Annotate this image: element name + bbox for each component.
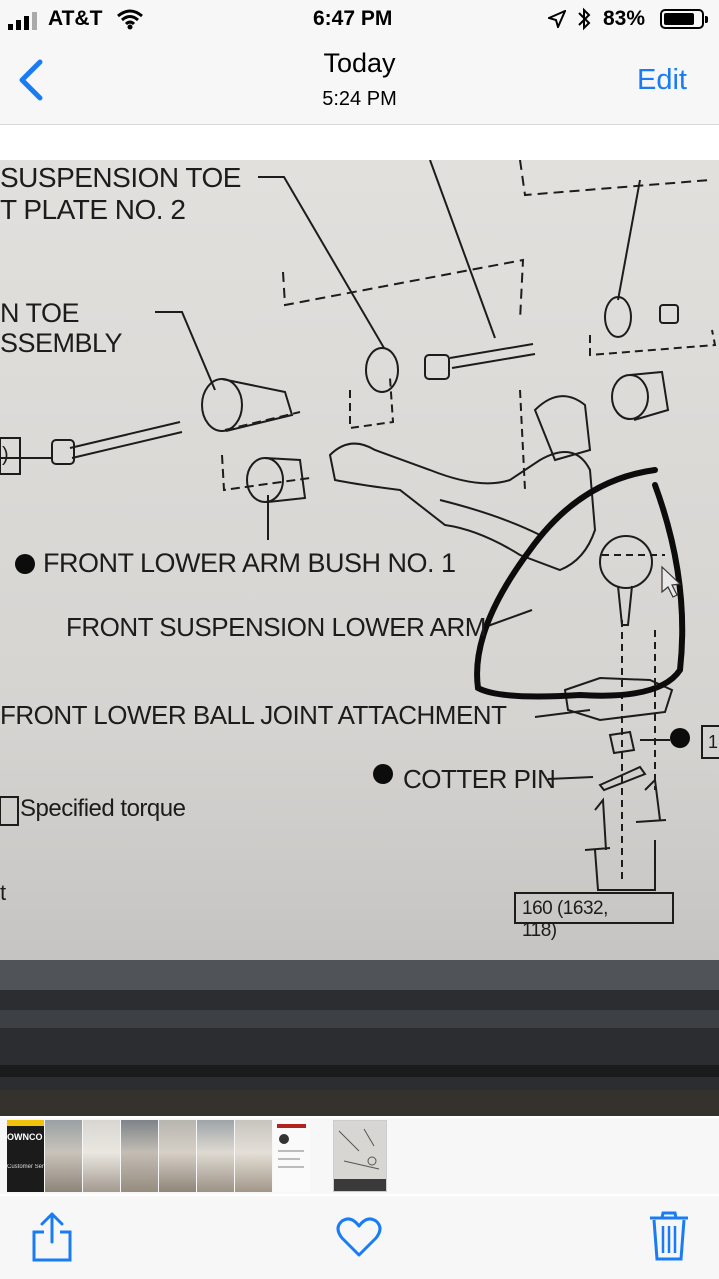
thumbnail-brand-text: OWNCO bbox=[7, 1132, 43, 1142]
thumbnail[interactable] bbox=[197, 1120, 234, 1192]
label-specified-torque: Specified torque bbox=[20, 795, 186, 822]
thumbnail[interactable] bbox=[121, 1120, 158, 1192]
back-chevron-icon[interactable] bbox=[14, 56, 48, 104]
trash-icon[interactable] bbox=[648, 1210, 690, 1262]
nav-title: Today bbox=[323, 48, 396, 78]
thumbnail-diagram-preview bbox=[334, 1128, 386, 1191]
thumbnail[interactable] bbox=[83, 1120, 120, 1192]
bottom-toolbar bbox=[0, 1196, 719, 1279]
thumbnail-strip[interactable]: OWNCO Customer Service bbox=[0, 1118, 719, 1194]
battery-percent: 83% bbox=[603, 7, 646, 30]
thumbnail[interactable]: OWNCO Customer Service bbox=[7, 1120, 44, 1192]
label-cotter-pin: COTTER PIN bbox=[403, 764, 556, 794]
thumbnail[interactable] bbox=[45, 1120, 82, 1192]
share-icon[interactable] bbox=[30, 1210, 74, 1262]
label-toe-plate-line1: SUSPENSION TOE bbox=[0, 162, 241, 193]
label-torque-value-line1: 160 (1632, bbox=[522, 898, 608, 919]
label-right-box-fragment: 1 bbox=[708, 732, 718, 752]
battery-icon bbox=[660, 9, 708, 29]
label-left-fragment: t bbox=[0, 880, 6, 905]
signal-bars-icon bbox=[8, 12, 37, 30]
label-toe-assembly-line1: N TOE bbox=[0, 298, 80, 328]
heart-icon[interactable] bbox=[336, 1216, 382, 1258]
carrier-label: AT&T bbox=[48, 7, 103, 30]
status-time: 6:47 PM bbox=[313, 7, 393, 30]
label-toe-plate-line2: T PLATE NO. 2 bbox=[0, 194, 186, 225]
thumbnail[interactable] bbox=[273, 1120, 310, 1192]
label-torque-value-line2: 118) bbox=[522, 920, 557, 941]
nav-subtitle: 5:24 PM bbox=[322, 88, 397, 110]
parts-diagram-photo bbox=[0, 160, 719, 1116]
thumbnail[interactable] bbox=[159, 1120, 196, 1192]
location-arrow-icon bbox=[548, 10, 566, 28]
label-left-box-fragment: ) bbox=[2, 444, 9, 466]
status-bar: AT&T 6:47 PM 83% bbox=[0, 0, 719, 40]
battery-level-fill bbox=[664, 13, 694, 25]
photo-view[interactable]: SUSPENSION TOE T PLATE NO. 2 N TOE SSEMB… bbox=[0, 160, 719, 1116]
label-lower-arm: FRONT SUSPENSION LOWER ARM bbox=[66, 612, 486, 642]
thumbnail-selected[interactable] bbox=[333, 1120, 387, 1192]
edit-button[interactable]: Edit bbox=[637, 64, 687, 96]
thumbnail[interactable] bbox=[235, 1120, 272, 1192]
label-ball-joint-attachment: FRONT LOWER BALL JOINT ATTACHMENT bbox=[0, 700, 507, 730]
thumbnail-sub-text: Customer Service bbox=[7, 1164, 44, 1170]
wifi-icon bbox=[117, 9, 143, 30]
bluetooth-icon bbox=[578, 7, 591, 31]
label-bush-no1: FRONT LOWER ARM BUSH NO. 1 bbox=[43, 548, 456, 578]
label-toe-assembly-line2: SSEMBLY bbox=[0, 328, 123, 358]
navigation-bar: Today 5:24 PM Edit bbox=[0, 40, 719, 125]
